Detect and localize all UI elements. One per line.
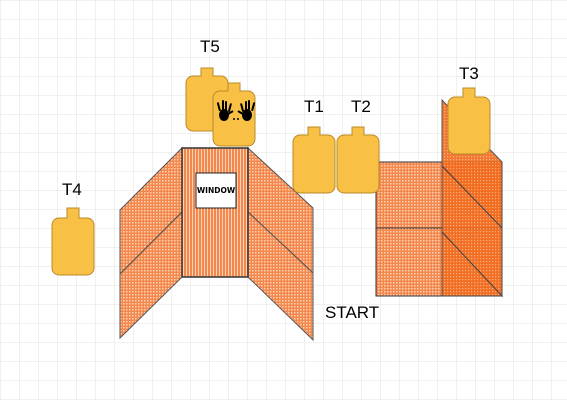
- front-wall-panel: [181, 147, 249, 278]
- right-structure: [375, 98, 504, 298]
- target-label-t4: T4: [62, 180, 82, 199]
- target-label-t2: T2: [351, 97, 371, 116]
- target-label-t1: T1: [304, 97, 324, 116]
- target-t4: [51, 207, 95, 276]
- target-t2: [336, 126, 380, 194]
- window-opening: [195, 172, 237, 209]
- start-label: START: [325, 303, 380, 322]
- target-label-t3: T3: [459, 64, 479, 83]
- window-label: WINDOW: [197, 186, 236, 195]
- hands-icon: [216, 100, 256, 121]
- right-diagonal-panel-lower: [441, 230, 504, 297]
- target-t5-front: [212, 82, 256, 147]
- target-label-t5: T5: [200, 37, 220, 56]
- target-t3: [447, 87, 491, 155]
- left-structure: WINDOW: [119, 146, 314, 342]
- target-t1: [292, 126, 336, 194]
